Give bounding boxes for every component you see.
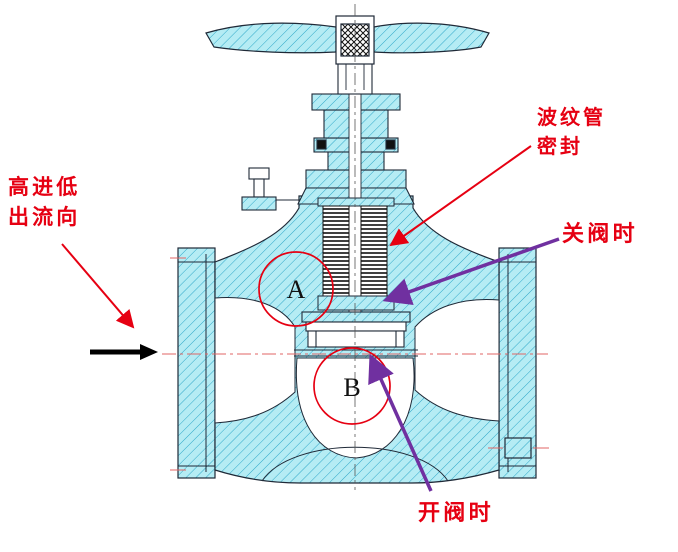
valve-close-label: 关阀时 [562, 221, 638, 246]
side-boss [241, 167, 299, 211]
bellows-pointer-arrow [389, 145, 532, 247]
bellows-seal [317, 197, 395, 311]
flow-arrow [90, 344, 158, 360]
close-valve-arrow [382, 237, 560, 306]
bellows-right [360, 205, 388, 297]
bellows-seal-line1: 波纹管 [537, 107, 606, 129]
zone-a-label: A [287, 275, 306, 304]
valve-open-label: 开阀时 [418, 500, 494, 525]
centerlines [162, 4, 549, 490]
valve-disc [307, 330, 405, 348]
open-valve-arrow [368, 353, 433, 492]
zone-markers: A B [258, 251, 391, 425]
bellows-seal-line2: 密封 [537, 136, 583, 158]
flange-center-ticks [170, 257, 549, 471]
flow-direction-arrow [61, 243, 135, 329]
zone-b-circle [313, 347, 391, 425]
valve-disc-seat [294, 311, 418, 357]
zone-a-circle [258, 251, 334, 327]
zone-b-label: B [343, 373, 360, 402]
flow-direction-line1: 高进低 [8, 175, 81, 199]
inlet-passage [214, 297, 296, 424]
left-flange [177, 247, 216, 479]
annotation-arrows [61, 145, 560, 492]
bellows-left [322, 205, 350, 297]
flange-face-lines [178, 254, 536, 472]
drain-boss [504, 437, 532, 459]
handwheel-right-spoke [373, 22, 490, 54]
flow-direction-label: 高进低 出流向 [8, 172, 80, 233]
bellows-seal-label: 波纹管 密封 [537, 104, 606, 162]
handwheel [205, 15, 490, 65]
gland-bolt-left [316, 139, 327, 150]
yoke-bonnet [241, 93, 415, 211]
gland-bolt-right [385, 139, 396, 150]
flow-direction-line2: 出流向 [8, 205, 81, 230]
handwheel-left-spoke [205, 22, 337, 54]
outlet-passage [414, 299, 500, 422]
